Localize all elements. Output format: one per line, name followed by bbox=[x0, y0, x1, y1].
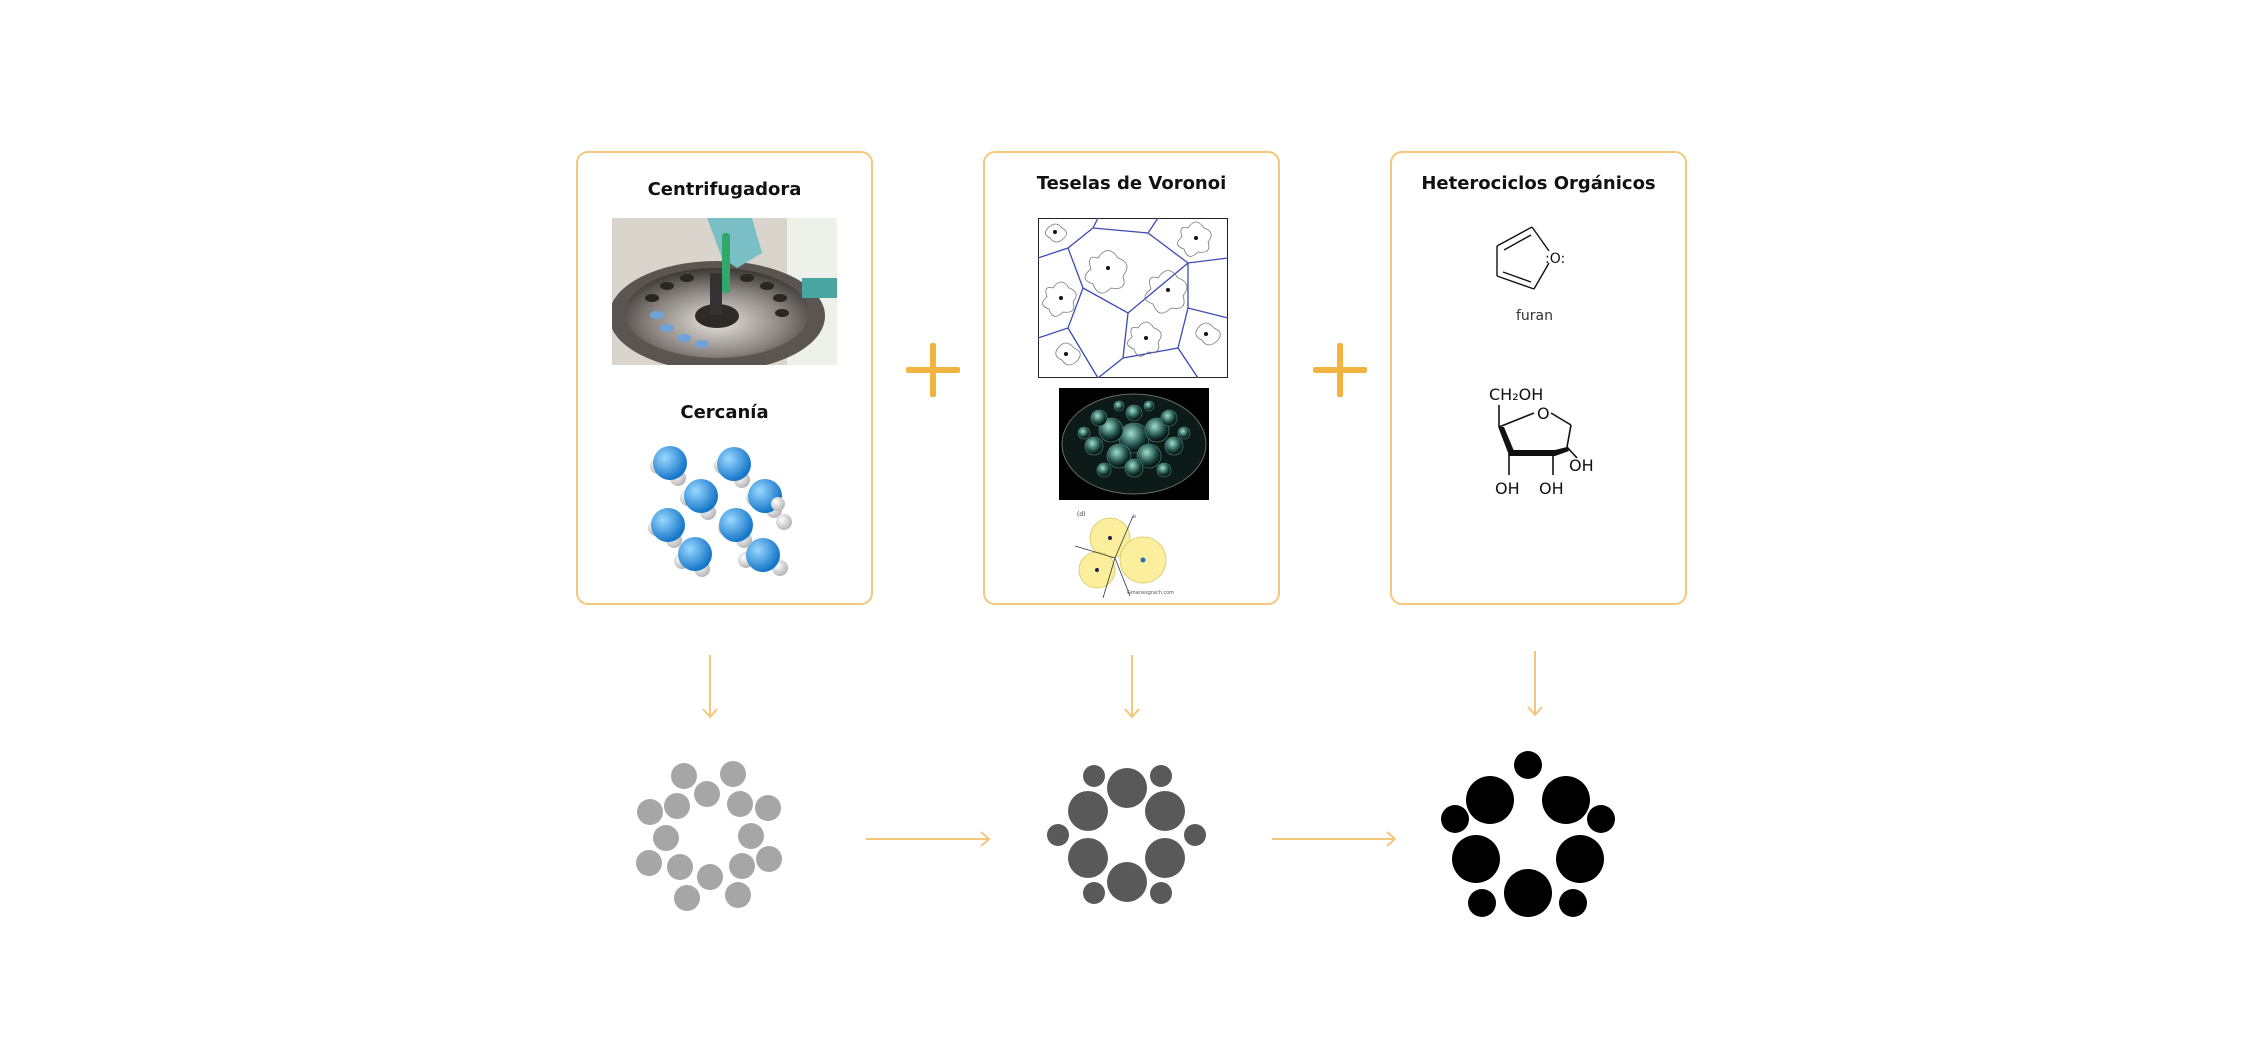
plus-icon bbox=[1313, 343, 1367, 397]
card-subtitle: Cercanía bbox=[680, 402, 769, 423]
bubble-voronoi-image bbox=[1059, 388, 1209, 500]
plus-icon bbox=[906, 343, 960, 397]
svg-text:(d): (d) bbox=[1077, 511, 1086, 518]
card-title: Teselas de Voronoi bbox=[1036, 173, 1227, 194]
furan-structure: :O: furan bbox=[1482, 221, 1602, 331]
furan-label: furan bbox=[1516, 308, 1553, 324]
card-heterociclos: Heterociclos Orgánicos :O: furan CH₂OH O bbox=[1390, 151, 1687, 605]
card-title: Centrifugadora bbox=[647, 179, 802, 200]
arrow-down-icon bbox=[1527, 651, 1543, 717]
voronoi-circles-image: (d) b Gmanesgrach.com bbox=[1075, 508, 1185, 598]
arrow-down-icon bbox=[1124, 655, 1140, 719]
card-voronoi: Teselas de Voronoi bbox=[983, 151, 1280, 605]
svg-text:b: b bbox=[1133, 514, 1136, 520]
voronoi-tiling-image bbox=[1038, 218, 1228, 378]
stage-1-circle-cluster bbox=[636, 761, 782, 911]
centrifuge-image bbox=[612, 218, 837, 365]
arrow-right-icon bbox=[866, 831, 991, 847]
stage-2-circle-cluster bbox=[1047, 765, 1206, 904]
stage-3-circle-cluster bbox=[1441, 751, 1615, 917]
arrow-down-icon bbox=[702, 655, 718, 719]
sugar-oh-label: OH bbox=[1569, 456, 1594, 475]
sugar-oh-label: OH bbox=[1539, 479, 1564, 498]
card-title: Heterociclos Orgánicos bbox=[1421, 173, 1656, 194]
sugar-ring-oxygen: O bbox=[1537, 404, 1550, 423]
sugar-oh-label: OH bbox=[1495, 479, 1520, 498]
arrow-right-icon bbox=[1272, 831, 1397, 847]
watermark-text: Gmanesgrach.com bbox=[1127, 590, 1174, 596]
water-molecules-image bbox=[638, 436, 808, 581]
ribose-structure: CH₂OH O OH OH OH bbox=[1477, 383, 1607, 513]
card-centrifugadora: Centrifugadora bbox=[576, 151, 873, 605]
sugar-ch2oh-label: CH₂OH bbox=[1489, 385, 1543, 404]
furan-oxygen-label: :O: bbox=[1545, 251, 1565, 267]
